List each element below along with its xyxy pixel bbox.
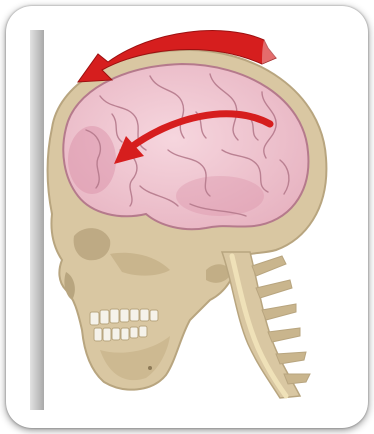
wall-icon: [30, 30, 44, 410]
spine-icon: [222, 252, 310, 398]
